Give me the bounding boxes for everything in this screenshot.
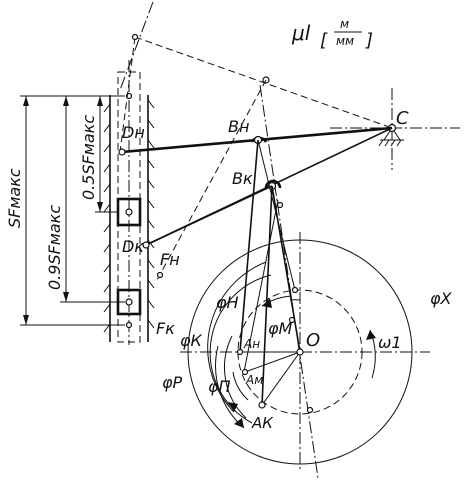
guide-right-hatching [147,99,155,329]
label-o: O [306,330,320,351]
slider-joint-lower [125,298,133,306]
construction-line-fn [156,79,267,281]
crank-radius-ak [261,351,301,406]
link-b-c [257,127,393,141]
joint-aux-3 [306,406,314,414]
pivot-c [330,88,460,170]
label-phi-k: φК [180,331,203,350]
joint-am [241,368,249,376]
rod-bn-an [239,139,259,353]
label-bn: Bн [228,117,249,136]
joint-aux-1 [291,286,299,294]
arc-phi-k [209,274,272,424]
dim-ninety-s: 0.9SFмакс [45,205,64,290]
label-ak: AК [251,414,274,432]
angle-arcs [207,261,376,429]
label-fn: Fн [160,250,180,269]
joint-dn [118,148,126,156]
label-bk: Bк [232,169,253,188]
label-phi-p: φР [162,373,183,392]
label-phi-m: φМ [268,319,293,338]
label-an: Aн [243,337,260,351]
crank-center-o [296,348,304,356]
label-fk: Fк [156,319,175,338]
joint-ak [258,401,266,409]
arc-phi-p [224,335,247,419]
label-dn: Dн [122,123,145,142]
crank-radius-am [244,351,301,373]
link-dk-bk [145,185,273,246]
scale-unit-den: мм [336,34,354,48]
label-c: C [396,108,409,129]
joint-aux-4 [276,201,284,209]
label-dk: Dк [122,237,144,256]
label-phi-h: φН [216,293,239,312]
scale-bracket-right: ] [365,30,373,51]
label-phi-x: φХ [430,289,453,308]
arc-small [232,371,249,401]
rod-aux2 [243,199,279,373]
scale-symbol: μl [291,21,311,45]
construction-point-top [131,33,139,41]
joint-aux-2 [288,316,296,324]
guide-left-hatching [103,103,111,333]
dim-half-s: 0.5SFмакс [79,115,98,200]
arc-phi-h [207,261,267,413]
construction-line-top [119,1,154,91]
guide-bottom-joint [125,321,133,329]
dimension-lines [20,95,125,326]
rod-bk-ak [261,185,273,406]
label-phi-pi: φП [208,377,231,396]
joint-dk [142,241,150,249]
slider-joint-upper [125,208,133,216]
joint-fn [156,271,164,279]
arc-phi-pi [215,345,245,429]
scale-bracket-left: [ [320,30,328,51]
label-omega: ω1 [378,333,402,352]
label-am: Aм [245,373,263,387]
joint-an [236,348,244,356]
rod-aux [257,139,296,291]
dim-s-max: SFмакс [5,168,24,228]
joint-arc-bk [264,179,282,189]
scale-unit-num: м [340,17,349,31]
construction-line-left [119,36,136,153]
